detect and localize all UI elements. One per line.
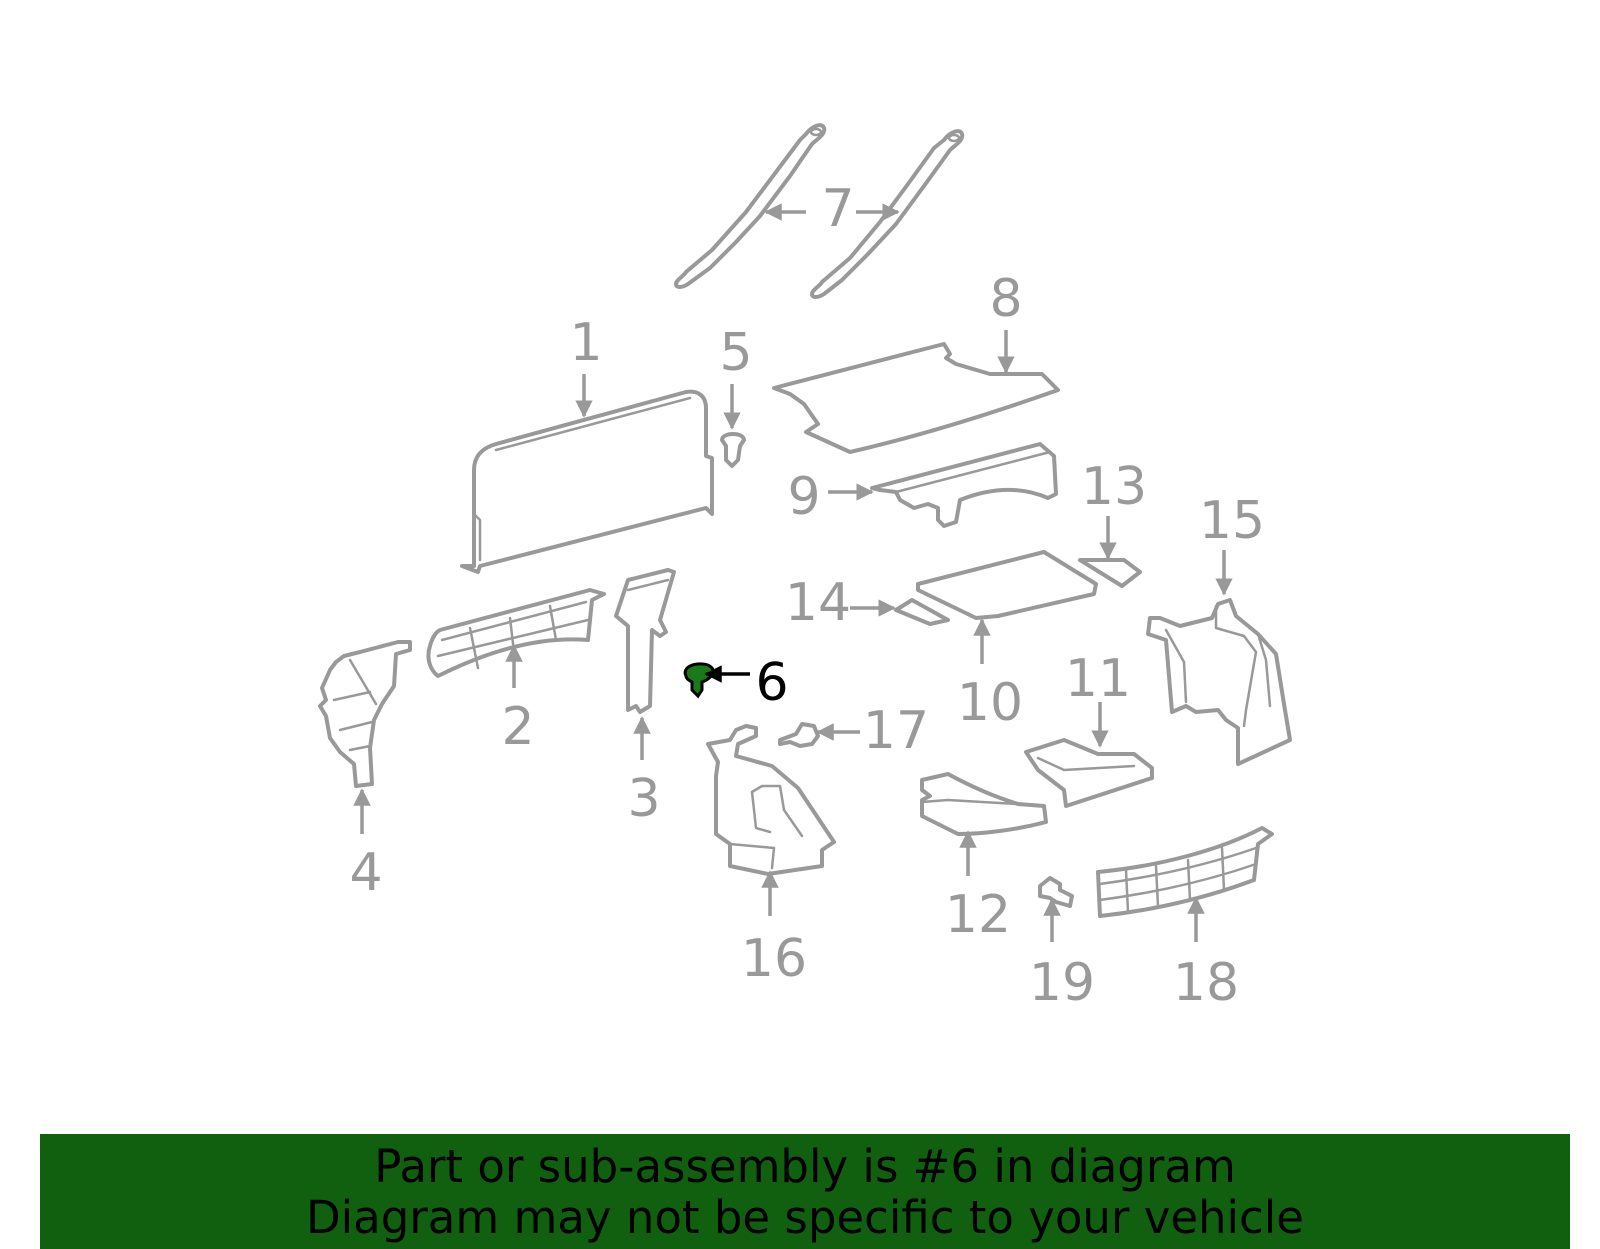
footer-part-note: Part or sub-assembly is #6 in diagram (374, 1139, 1236, 1193)
part-17-bracket (778, 722, 820, 748)
callout-labels: 1 2 3 4 5 6 7 8 9 10 11 12 13 14 15 16 1… (349, 179, 1265, 1013)
callout-6[interactable]: 6 (755, 653, 788, 713)
part-6-clip-highlighted (683, 662, 715, 699)
callout-9[interactable]: 9 (787, 467, 820, 527)
leader-arrows (353, 203, 1233, 942)
footer-banner: Part or sub-assembly is #6 in diagram Di… (40, 1134, 1570, 1249)
part-7-straps (674, 123, 965, 299)
callout-12[interactable]: 12 (945, 885, 1011, 945)
callout-18[interactable]: 18 (1173, 953, 1239, 1013)
part-15-trim (1146, 598, 1292, 766)
callout-17[interactable]: 17 (863, 701, 929, 761)
part-8-board (772, 342, 1060, 454)
part-13-pad (1078, 558, 1142, 588)
callout-8[interactable]: 8 (989, 269, 1022, 329)
callout-11[interactable]: 11 (1065, 649, 1131, 709)
part-10-mat (916, 550, 1098, 620)
part-3-trim (614, 568, 676, 714)
part-16-trim (706, 724, 836, 876)
callout-2[interactable]: 2 (501, 697, 534, 757)
part-1-panel (460, 389, 714, 574)
callout-13[interactable]: 13 (1081, 457, 1147, 517)
callout-19[interactable]: 19 (1029, 953, 1095, 1013)
callout-4[interactable]: 4 (349, 843, 382, 903)
callout-3[interactable]: 3 (627, 769, 660, 829)
part-12-tray (920, 772, 1048, 836)
part-18-scuff-plate (1096, 826, 1274, 918)
callout-1[interactable]: 1 (569, 313, 602, 373)
callout-10[interactable]: 10 (957, 673, 1023, 733)
part-4-trim (318, 640, 412, 788)
part-11-bin (1024, 738, 1154, 808)
callout-5[interactable]: 5 (719, 323, 752, 383)
part-9-rail (870, 442, 1058, 528)
callout-14[interactable]: 14 (785, 573, 851, 633)
callout-15[interactable]: 15 (1199, 491, 1265, 551)
part-2-trim (426, 588, 606, 678)
callout-7[interactable]: 7 (821, 179, 854, 239)
callout-16[interactable]: 16 (741, 929, 807, 989)
part-14-pad (894, 598, 950, 626)
footer-disclaimer: Diagram may not be specific to your vehi… (306, 1190, 1304, 1244)
parts-diagram: 1 2 3 4 5 6 7 8 9 10 11 12 13 14 15 16 1… (318, 123, 1292, 1013)
part-19-clip (1038, 876, 1074, 908)
part-5-clip (720, 432, 746, 468)
